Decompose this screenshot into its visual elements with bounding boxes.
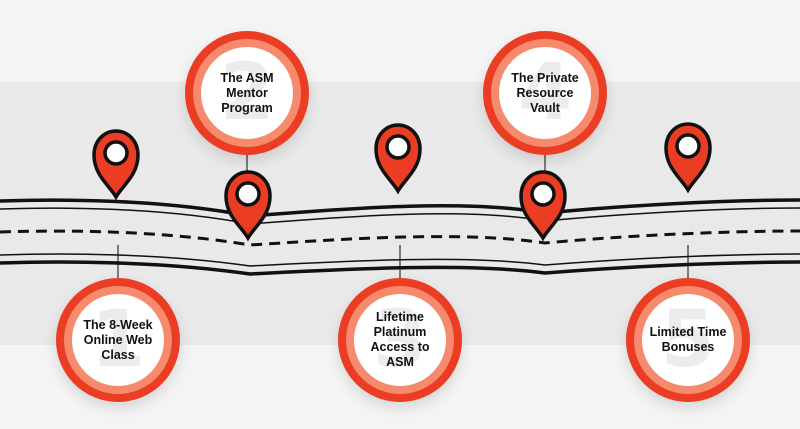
milestone-number: 5 bbox=[660, 295, 716, 385]
milestone-number: 4 bbox=[517, 48, 573, 138]
milestone-label: The Private Resource Vault bbox=[511, 70, 579, 115]
milestone-number: 3 bbox=[372, 295, 428, 385]
map-pin-icon bbox=[664, 122, 712, 194]
milestone-label: The 8-Week Online Web Class bbox=[83, 317, 153, 362]
milestone-number: 1 bbox=[90, 295, 146, 385]
milestone-label: Limited Time Bonuses bbox=[649, 325, 727, 354]
milestone-label: Lifetime Platinum Access to ASM bbox=[370, 310, 430, 369]
milestone-5: 5 Limited Time Bonuses bbox=[626, 278, 750, 402]
map-pin-icon bbox=[92, 129, 140, 201]
map-pin-icon bbox=[374, 123, 422, 195]
milestone-2: 2 The ASM Mentor Program bbox=[185, 31, 309, 155]
map-pin-icon bbox=[519, 170, 567, 242]
milestone-number: 2 bbox=[219, 48, 275, 138]
map-pins bbox=[92, 122, 712, 242]
road-bottom-edge-inner bbox=[0, 253, 800, 267]
road-top-edge bbox=[0, 198, 800, 218]
milestone-4: 4 The Private Resource Vault bbox=[483, 31, 607, 155]
milestone-inner: 3 Lifetime Platinum Access to ASM bbox=[354, 294, 446, 386]
map-pin-icon bbox=[224, 170, 272, 242]
milestone-label: The ASM Mentor Program bbox=[220, 70, 274, 115]
road-bottom-edge bbox=[0, 260, 800, 276]
milestone-inner: 5 Limited Time Bonuses bbox=[642, 294, 734, 386]
background-band bbox=[0, 82, 800, 345]
milestone-1: 1 The 8-Week Online Web Class bbox=[56, 278, 180, 402]
milestone-inner: 4 The Private Resource Vault bbox=[499, 47, 591, 139]
milestone-inner: 2 The ASM Mentor Program bbox=[201, 47, 293, 139]
milestone-3: 3 Lifetime Platinum Access to ASM bbox=[338, 278, 462, 402]
milestone-inner: 1 The 8-Week Online Web Class bbox=[72, 294, 164, 386]
road-center-dashes bbox=[0, 229, 800, 247]
road-top-edge-inner bbox=[0, 207, 800, 225]
